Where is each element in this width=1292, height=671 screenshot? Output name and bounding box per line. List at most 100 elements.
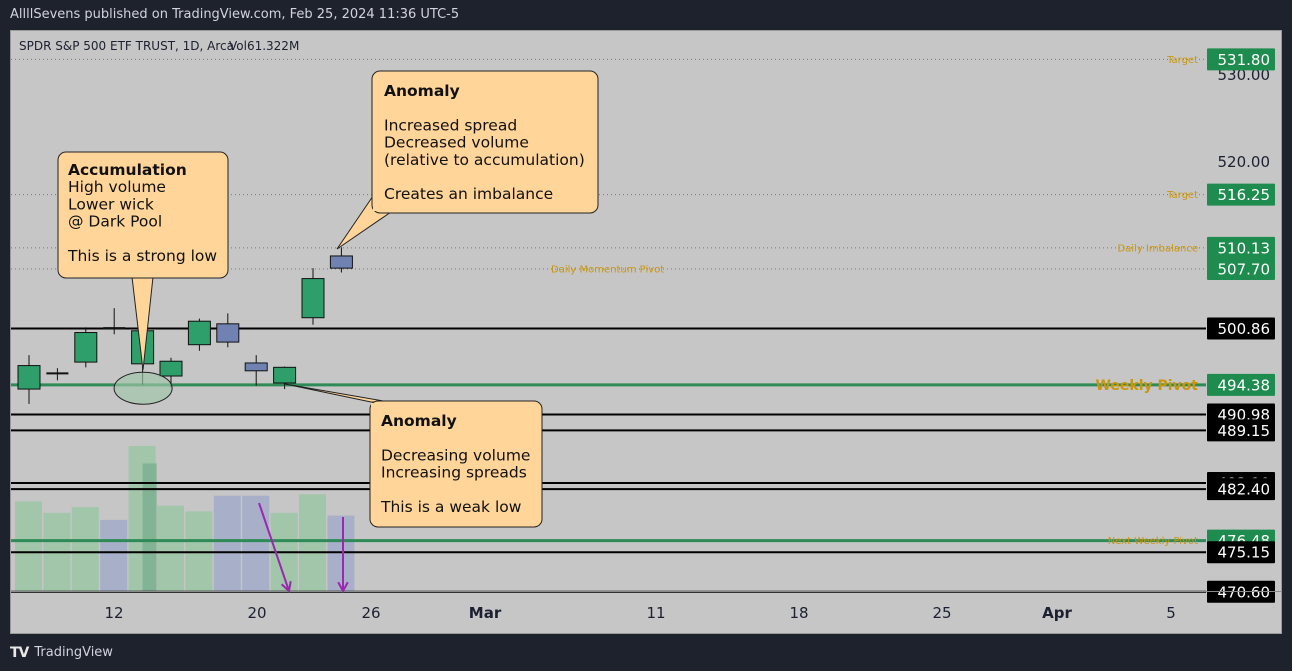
x-tick-label: 11 — [646, 604, 665, 622]
candle-body — [244, 362, 268, 372]
candle — [273, 366, 297, 390]
chart-frame: SPDR S&P 500 ETF TRUST, 1D, Arca Vol61.3… — [10, 30, 1282, 634]
arrow-head — [337, 581, 349, 594]
price-badge-bg — [1207, 258, 1275, 281]
callout-seam — [371, 403, 389, 411]
volume-bar — [242, 495, 270, 591]
x-tick-label: 5 — [1166, 604, 1176, 622]
candle — [74, 327, 98, 368]
callout-line: (relative to accumulation) — [384, 151, 585, 169]
volume-bar — [71, 507, 99, 591]
price-badge-label: 470.60 — [1218, 583, 1271, 601]
y-tick-label: 520.00 — [1218, 153, 1271, 171]
level-label: Daily Momentum Pivot — [551, 265, 664, 276]
purple-arrow — [337, 517, 349, 594]
price-badge-bg — [1207, 419, 1275, 442]
level-label: Weekly Pivot — [1095, 378, 1198, 394]
candle-body — [187, 320, 211, 346]
candle — [216, 313, 240, 348]
price-badge: 510.13 — [1207, 236, 1275, 259]
candles — [17, 247, 353, 405]
price-badge-label: 489.15 — [1218, 422, 1271, 440]
price-badge-bg — [1207, 183, 1275, 206]
level-label: Target — [1166, 55, 1198, 66]
callout-line: Decreasing volume — [381, 446, 530, 464]
candle-body — [216, 323, 240, 343]
candle — [244, 355, 268, 386]
callout-line: High volume — [68, 178, 166, 196]
candle-body — [329, 255, 353, 269]
level-label: Target — [1166, 190, 1198, 201]
callout-line: Increased spread — [384, 116, 517, 134]
volume-readout: Vol61.322M — [229, 39, 299, 53]
volume-bar-highlight — [142, 463, 157, 591]
x-tick-label: Mar — [469, 604, 502, 622]
price-badge-label: 482.40 — [1218, 481, 1271, 499]
price-badge: 531.80 — [1207, 48, 1275, 71]
x-tick-label: 26 — [361, 604, 380, 622]
candle-body — [159, 360, 183, 377]
price-badge-bg — [1207, 236, 1275, 259]
candle — [329, 247, 353, 273]
price-badge-label: 500.86 — [1218, 320, 1271, 338]
x-tick-label: 18 — [789, 604, 808, 622]
volume-bar — [157, 505, 184, 591]
candle — [187, 318, 211, 351]
arrow-shaft — [258, 502, 290, 592]
price-badge: 507.70 — [1207, 258, 1275, 281]
price-badge-label: 507.70 — [1218, 261, 1271, 279]
callout-title: Accumulation — [68, 161, 187, 179]
arrow-head — [280, 580, 292, 593]
volume-bar — [327, 515, 355, 591]
candle — [301, 268, 325, 325]
candle-body — [17, 365, 41, 390]
price-badge-label: 510.13 — [1218, 239, 1271, 257]
accumulation-marker — [113, 371, 173, 405]
price-badge-label: 516.25 — [1218, 186, 1271, 204]
price-badge-bg — [1207, 373, 1275, 396]
candle — [46, 368, 69, 381]
x-tick-label: Apr — [1042, 604, 1072, 622]
candle — [17, 355, 41, 404]
x-tick-label: 12 — [104, 604, 123, 622]
callout-line: Increasing spreads — [381, 464, 527, 482]
candle — [103, 308, 126, 335]
price-badge: 489.15 — [1207, 419, 1275, 442]
price-badge-bg — [1207, 478, 1275, 501]
volume-bar — [15, 501, 42, 591]
footer-brand: TradingView — [34, 645, 113, 660]
level-label: Next Weekly Pivot — [1108, 536, 1198, 547]
callout-box — [369, 400, 543, 528]
candle-body — [273, 366, 297, 384]
candle-body — [301, 278, 325, 319]
callout-seam — [373, 196, 391, 211]
callout-line: @ Dark Pool — [68, 213, 162, 231]
purple-arrow — [258, 502, 292, 593]
price-badge-label: 494.38 — [1218, 376, 1271, 394]
y-tick-label: 530.00 — [1218, 66, 1271, 84]
price-chart[interactable]: SPDR S&P 500 ETF TRUST, 1D, Arca Vol61.3… — [11, 31, 1281, 633]
callout-box — [57, 151, 229, 279]
price-badge-bg — [1207, 317, 1275, 340]
callout-box — [371, 70, 599, 214]
x-tick-label: 25 — [932, 604, 951, 622]
price-badge-bg — [1207, 541, 1275, 564]
volume-bar — [299, 494, 326, 591]
price-badge-bg — [1207, 48, 1275, 71]
candle-body — [74, 332, 98, 363]
volume-bar — [213, 495, 241, 591]
callout-title: Anomaly — [381, 412, 457, 430]
footer: TV TradingView — [10, 641, 113, 665]
price-badge: 494.38 — [1207, 373, 1275, 396]
symbol-line: SPDR S&P 500 ETF TRUST, 1D, Arca — [19, 39, 234, 53]
volume-bars — [15, 446, 355, 591]
callout-line: Lower wick — [68, 195, 154, 213]
price-badge: 482.40 — [1207, 478, 1275, 501]
callout-line: This is a strong low — [67, 247, 217, 265]
price-badge: 500.86 — [1207, 317, 1275, 340]
